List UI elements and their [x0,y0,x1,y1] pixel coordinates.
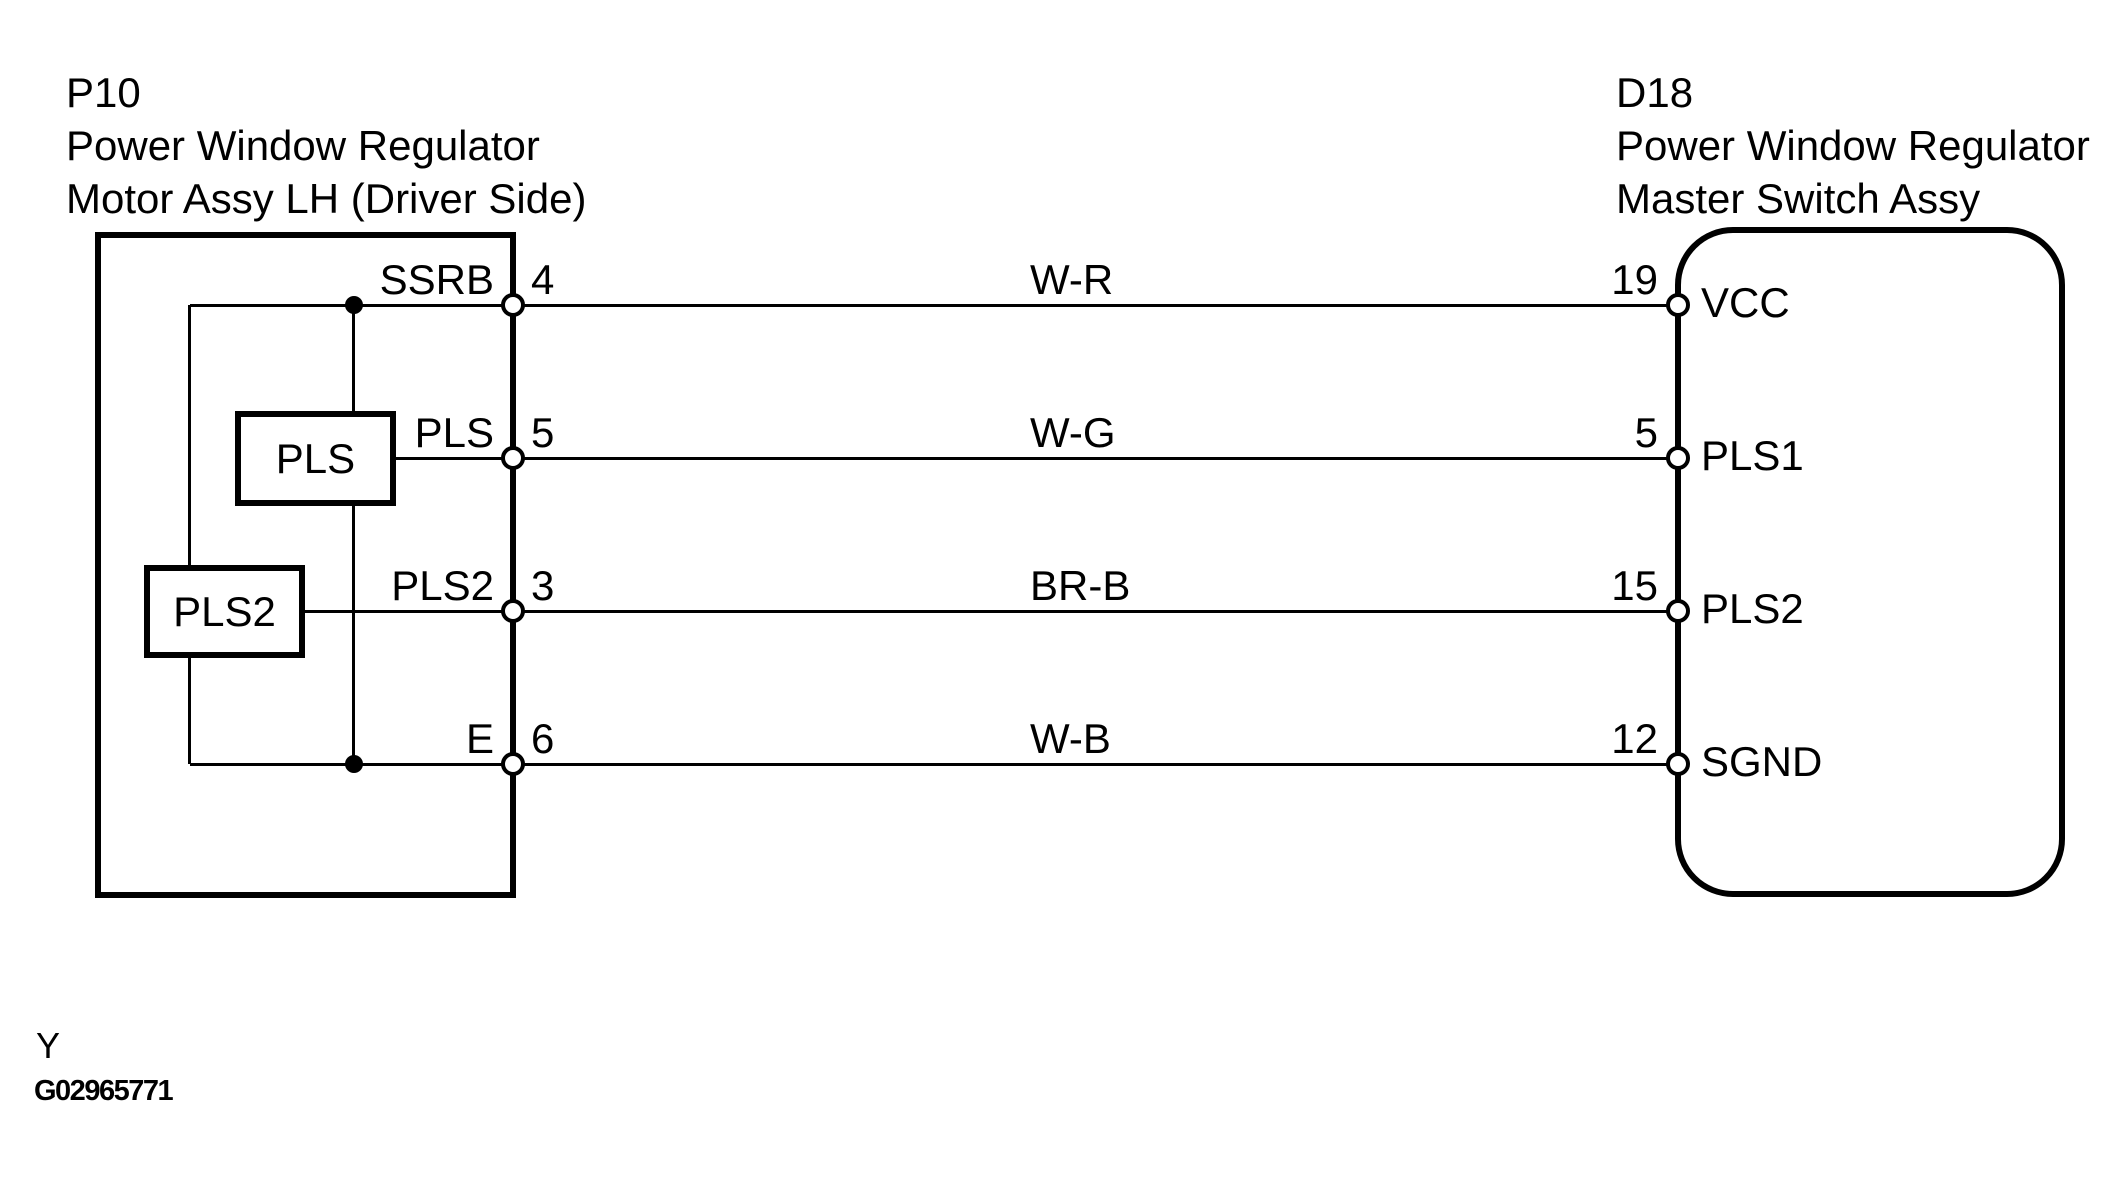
left-pin-label: E [465,715,494,762]
junction-dot-top [345,296,363,314]
right-component-name-line2: Master Switch Assy [1616,175,1981,222]
left-pin-number: 3 [531,562,555,609]
left-pin-number: 5 [531,409,555,456]
pin-circle-right-19 [1666,293,1690,317]
left-pin-label: PLS2 [391,562,494,609]
right-connector-box [1675,227,2065,897]
right-pin-label: VCC [1701,279,1790,326]
pin-circle-right-15 [1666,599,1690,623]
branch-line-pls2-circuit [188,305,191,764]
pls2-sensor-label: PLS2 [173,587,276,635]
pin-circle-right-12 [1666,752,1690,776]
figure-id: G02965771 [34,1075,174,1107]
wire-color-label: BR-B [1030,562,1131,609]
right-pin-number: 19 [1611,256,1658,303]
wire-color-label: W-B [1030,715,1111,762]
left-pin-number: 4 [531,256,555,303]
left-pin-label: PLS [414,409,494,456]
left-pin-number: 6 [531,715,555,762]
revision-mark: Y [36,1025,61,1066]
right-pin-number: 15 [1611,562,1658,609]
wire-w-r-line [190,304,1678,307]
pls-sensor-label: PLS [275,434,356,482]
pls2-sensor-box: PLS2 [144,565,305,658]
pin-circle-right-5 [1666,446,1690,470]
left-component-box [95,232,516,898]
left-component-name-line1: Power Window Regulator [66,122,540,169]
pin-circle-left-5 [501,446,525,470]
right-pin-label: PLS1 [1701,432,1804,479]
pls-sensor-box: PLS [235,411,396,506]
right-pin-number: 12 [1611,715,1658,762]
right-component-header: D18 Power Window Regulator Master Switch… [1616,66,2090,225]
wire-br-b-line [302,610,1678,613]
wire-w-g-line [393,457,1678,460]
wire-color-label: W-R [1030,256,1114,303]
pin-circle-left-4 [501,293,525,317]
wire-w-b-line [190,763,1678,766]
pin-circle-left-3 [501,599,525,623]
left-component-code: P10 [66,69,141,116]
right-pin-label: SGND [1701,738,1823,785]
pin-circle-left-6 [501,752,525,776]
right-component-name-line1: Power Window Regulator [1616,122,2090,169]
junction-dot-bottom [345,755,363,773]
left-component-name-line2: Motor Assy LH (Driver Side) [66,175,587,222]
branch-line-pls-circuit [352,305,355,764]
left-pin-label: SSRB [379,256,494,303]
wire-color-label: W-G [1030,409,1116,456]
right-pin-label: PLS2 [1701,585,1804,632]
right-pin-number: 5 [1634,409,1658,456]
right-component-code: D18 [1616,69,1694,116]
left-component-header: P10 Power Window Regulator Motor Assy LH… [66,66,586,225]
